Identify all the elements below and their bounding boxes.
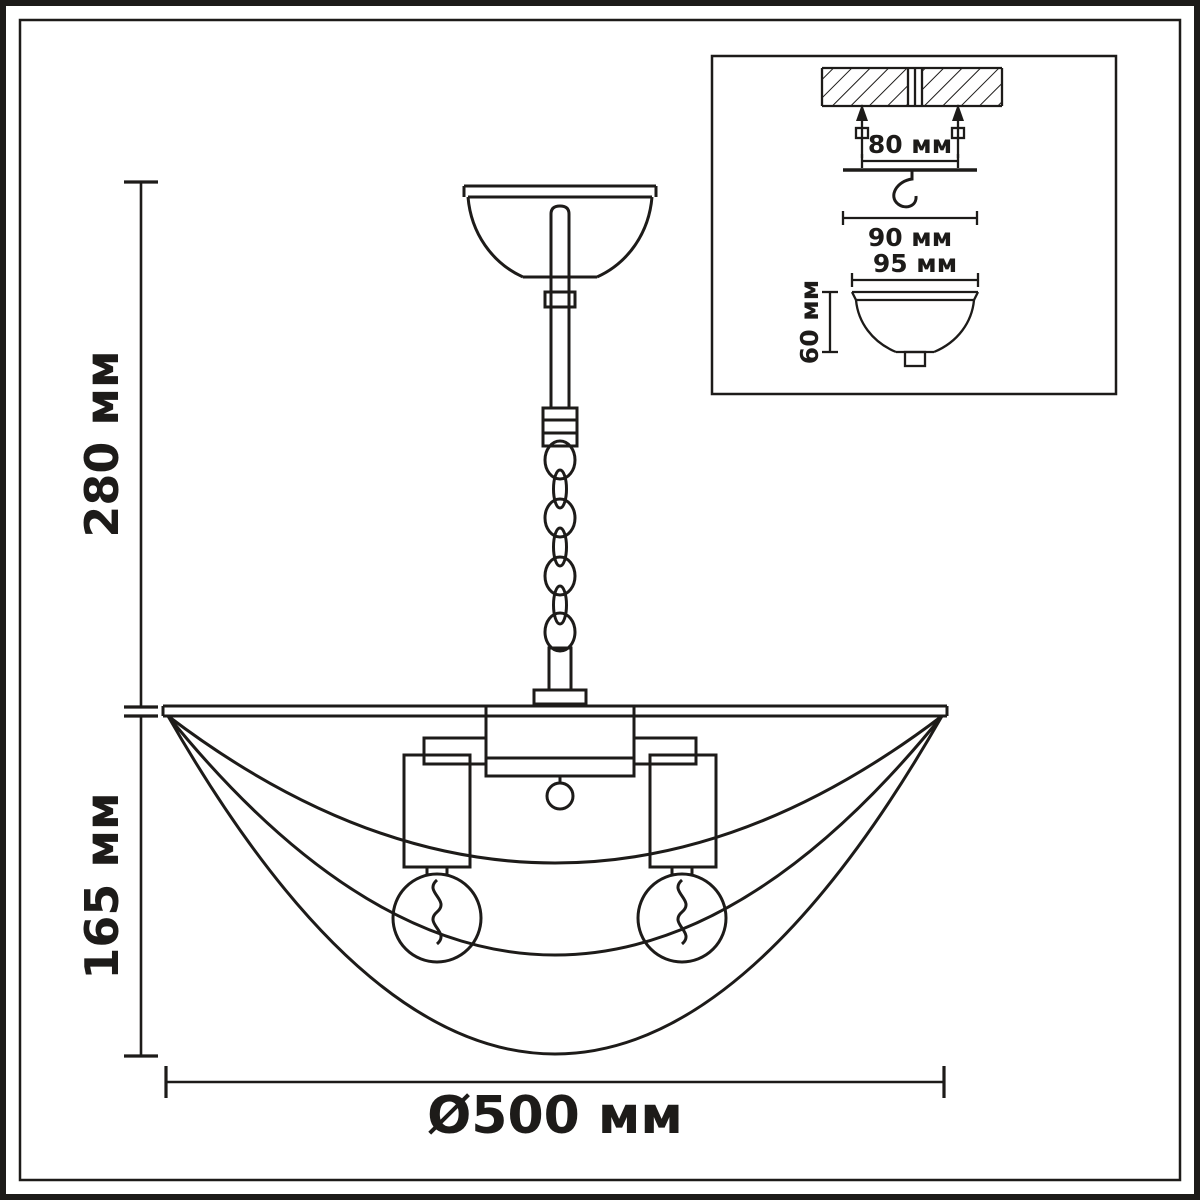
dimension-diameter: [164, 1066, 946, 1098]
label-diameter: Ø500 мм: [427, 1086, 683, 1146]
dimension-canopy-width: [850, 273, 980, 287]
chain-link: [543, 497, 577, 539]
chain-link: [552, 526, 568, 568]
dimension-suspension-height: [124, 180, 158, 709]
filament-left: [431, 878, 443, 946]
screw-tip-icon: [856, 104, 868, 121]
shade-curve-middle: [166, 715, 944, 957]
bulbs: [391, 867, 728, 964]
shade-curve-outer: [166, 715, 944, 1056]
chain-link: [552, 468, 568, 510]
lamp-hardware: [402, 704, 718, 869]
inset-box: [710, 54, 1118, 396]
inner-frame: [18, 18, 1182, 1182]
bulb-left: [391, 872, 483, 964]
label-bracket-width: 90 мм: [868, 223, 952, 252]
mounting-bracket: [843, 168, 977, 209]
filament-right: [676, 878, 688, 946]
canopy: [462, 184, 658, 279]
shade-curve-inner: [167, 714, 943, 865]
chain-link: [543, 611, 577, 653]
canopy-profile: [850, 290, 980, 368]
chain-link: [552, 584, 568, 626]
bulb-right: [636, 872, 728, 964]
mounting-inset: 80 мм 90 мм 95 мм: [710, 54, 1118, 396]
label-anchor-spacing: 80 мм: [868, 130, 952, 159]
chain-link: [543, 439, 577, 481]
suspension-chain: [532, 204, 588, 706]
label-shade-height: 165 мм: [75, 792, 129, 979]
finial-knob: [545, 781, 575, 811]
dimension-anchor-spacing: [860, 154, 960, 168]
hook-icon: [892, 170, 918, 209]
label-canopy-width: 95 мм: [873, 249, 957, 278]
ceiling-section: [820, 66, 1004, 108]
dimension-shade-height: [124, 714, 158, 1058]
lamp-holder-left: [402, 753, 472, 869]
label-canopy-height: 60 мм: [795, 280, 824, 364]
dimension-bracket-width: [841, 211, 979, 225]
screw-tip-icon: [952, 104, 964, 121]
dimension-canopy-height: [822, 290, 838, 354]
chain-link: [543, 555, 577, 597]
anchor-screw-left: [854, 104, 870, 158]
lamp-holder-right: [648, 753, 718, 869]
anchor-screw-right: [950, 104, 966, 158]
label-suspension-height: 280 мм: [75, 350, 129, 537]
